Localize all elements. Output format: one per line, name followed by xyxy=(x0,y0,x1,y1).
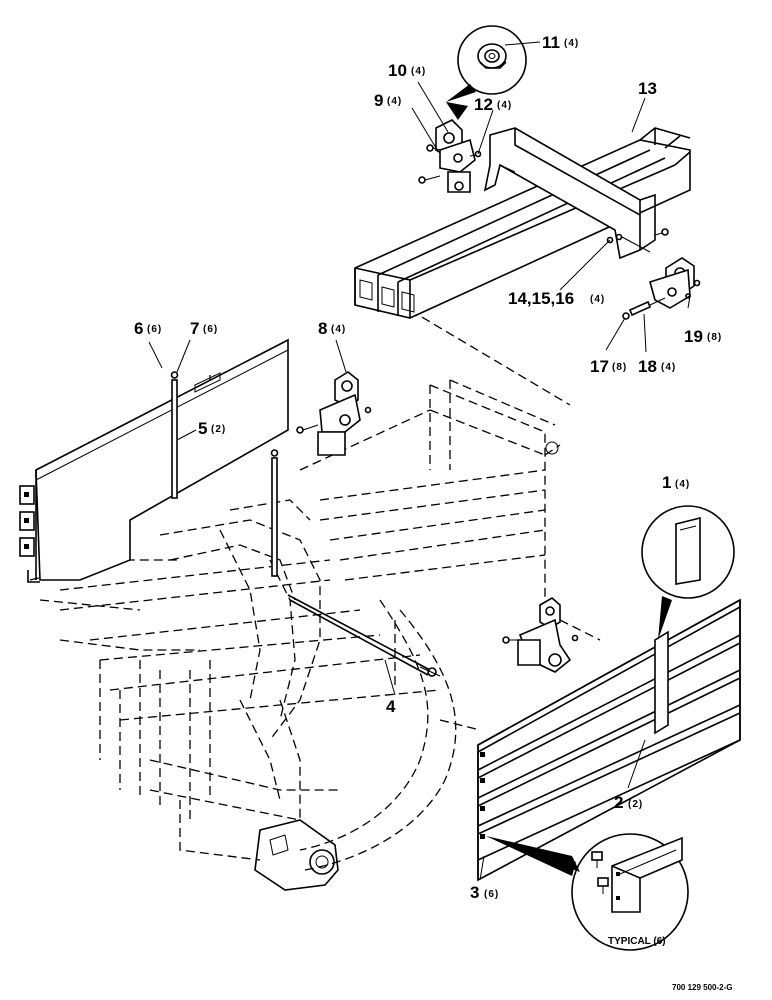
svg-text:(6): (6) xyxy=(484,889,499,900)
svg-text:1: 1 xyxy=(662,473,671,492)
chute-panel xyxy=(477,598,741,882)
callout-19: 19 (8) xyxy=(684,327,722,346)
vertical-rods xyxy=(170,371,279,577)
upper-right-bracket xyxy=(606,233,701,320)
svg-text:14,15,16: 14,15,16 xyxy=(508,289,574,308)
svg-text:(4): (4) xyxy=(661,362,676,373)
svg-text:17: 17 xyxy=(590,357,609,376)
left-side-panel xyxy=(19,338,289,583)
svg-text:12: 12 xyxy=(474,95,493,114)
callout-8: 8 (4) xyxy=(318,319,346,338)
svg-text:(2): (2) xyxy=(628,799,643,810)
leader-lines xyxy=(148,41,691,881)
svg-text:(4): (4) xyxy=(387,96,402,107)
svg-text:8: 8 xyxy=(318,319,327,338)
svg-text:(8): (8) xyxy=(707,332,722,343)
detail-circle-decal xyxy=(641,505,735,640)
long-rod xyxy=(287,594,441,677)
detail-label: TYPICAL (6) xyxy=(608,936,666,947)
svg-text:5: 5 xyxy=(198,419,207,438)
callout-5: 5 (2) xyxy=(198,419,226,438)
callout-13: 13 xyxy=(638,79,657,98)
svg-text:(2): (2) xyxy=(211,424,226,435)
svg-text:(6): (6) xyxy=(147,324,162,335)
callout-18: 18 (4) xyxy=(638,357,676,376)
callout-4: 4 xyxy=(386,697,396,716)
upper-left-bracket xyxy=(418,119,482,193)
svg-text:(4): (4) xyxy=(590,294,605,305)
detail-circle-bushing xyxy=(446,25,527,120)
callout-11: 11 (4) xyxy=(542,33,579,52)
svg-text:(4): (4) xyxy=(331,324,346,335)
callout-17: 17 (8) xyxy=(590,357,627,376)
svg-text:9: 9 xyxy=(374,91,383,110)
hitch-bracket xyxy=(254,819,339,891)
svg-text:(6): (6) xyxy=(203,324,218,335)
svg-text:(4): (4) xyxy=(411,66,426,77)
latch-bracket-upper xyxy=(296,371,372,456)
svg-text:6: 6 xyxy=(134,319,143,338)
callout-10: 10 (4) xyxy=(388,61,426,80)
svg-text:2: 2 xyxy=(614,793,623,812)
latch-bracket-lower xyxy=(502,597,579,673)
svg-text:(4): (4) xyxy=(564,38,579,49)
callout-2: 2 (2) xyxy=(614,793,643,812)
callout-7: 7 (6) xyxy=(190,319,218,338)
callout-1: 1 (4) xyxy=(662,473,690,492)
svg-text:13: 13 xyxy=(638,79,657,98)
callout-3: 3 (6) xyxy=(470,883,499,902)
svg-text:7: 7 xyxy=(190,319,199,338)
callout-14-15-16: 14,15,16 (4) xyxy=(508,289,605,308)
callout-12: 12 (4) xyxy=(474,95,512,114)
svg-text:18: 18 xyxy=(638,357,657,376)
svg-text:(4): (4) xyxy=(675,479,690,490)
callout-6: 6 (6) xyxy=(134,319,162,338)
svg-text:(4): (4) xyxy=(497,100,512,111)
svg-text:(8): (8) xyxy=(612,362,627,373)
svg-text:3: 3 xyxy=(470,883,479,902)
roller-assembly xyxy=(354,127,691,319)
svg-text:4: 4 xyxy=(386,697,396,716)
svg-text:19: 19 xyxy=(684,327,703,346)
svg-text:11: 11 xyxy=(542,33,560,52)
drawing-number: 700 129 500-2-G xyxy=(672,983,733,992)
svg-text:10: 10 xyxy=(388,61,407,80)
callout-9: 9 (4) xyxy=(374,91,402,110)
detail-circle-typical xyxy=(486,833,689,951)
